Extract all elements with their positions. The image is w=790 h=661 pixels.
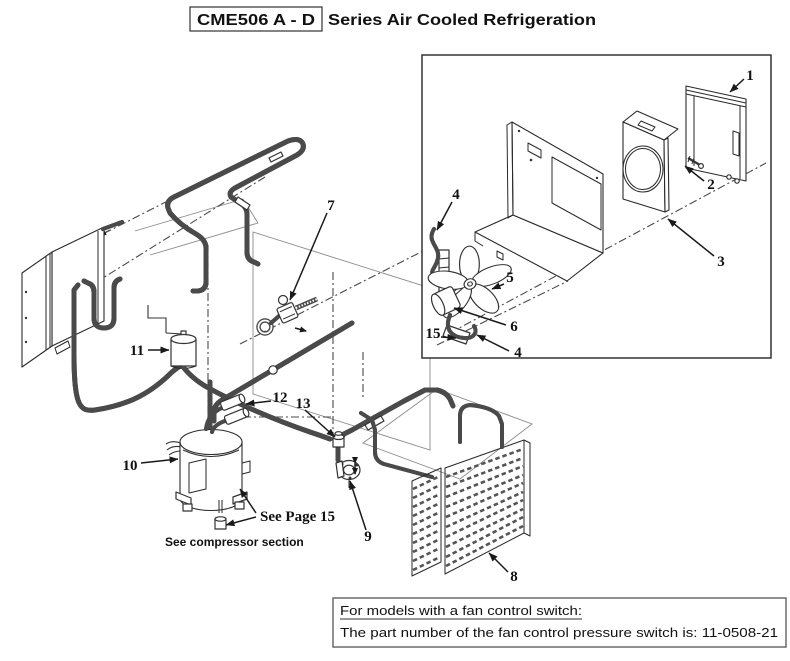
note-body: The part number of the fan control press…: [340, 625, 778, 640]
callout-13: 13: [296, 396, 311, 412]
discharge-line: [332, 387, 456, 488]
louver-cover-panel: [685, 85, 747, 184]
callout-12: 12: [273, 390, 288, 406]
callout-5: 5: [506, 270, 514, 286]
fan-assembly-inset: [421, 54, 772, 359]
callout-labels: 1 2 3 4 5 6 15 4 7 11 10 12 13 9 8: [123, 68, 754, 585]
title-box: [189, 6, 323, 32]
callout-10: 10: [123, 458, 138, 474]
service-fitting: [223, 407, 250, 425]
callout-15: 15: [426, 326, 441, 342]
title-series: Series Air Cooled Refrigeration: [328, 12, 596, 29]
callout-6: 6: [510, 319, 518, 335]
mounting-bracket: [474, 121, 604, 282]
tube-fitting: [268, 151, 284, 163]
evaporator-assembly: [21, 220, 184, 410]
note-box-border: [332, 597, 787, 648]
title-model: CME506 A - D: [197, 12, 315, 29]
heat-exchanger-tube-loop: [168, 140, 304, 294]
expansion-valve: [256, 294, 318, 336]
fin-rows-right: [445, 447, 524, 568]
note-heading: For models with a fan control switch:: [340, 603, 582, 618]
tube-fitting: [234, 196, 251, 211]
see-compressor-note: See compressor section: [165, 535, 304, 549]
callout-11: 11: [130, 343, 144, 359]
fan-motor: [430, 286, 461, 316]
callout-4-top: 4: [452, 187, 460, 203]
callout-9: 9: [364, 529, 372, 545]
see-page-note: See Page 15: [260, 509, 335, 525]
page-title: CME506 A - D Series Air Cooled Refrigera…: [189, 6, 596, 32]
fin-rows-left: [412, 474, 441, 572]
callout-2: 2: [707, 177, 715, 193]
filter-drier: [147, 305, 333, 442]
callout-7: 7: [327, 198, 335, 214]
fan-shroud: [622, 110, 679, 213]
compressor: [165, 379, 251, 530]
callout-1: 1: [746, 68, 754, 84]
callout-8: 8: [510, 569, 518, 585]
condenser-coil: [359, 403, 531, 577]
screw: [687, 155, 704, 170]
callout-4-bottom: 4: [514, 345, 522, 361]
flow-direction-arrow: [294, 326, 307, 333]
callout-leaders: [140, 78, 745, 573]
callout-3: 3: [717, 254, 725, 270]
fan-control-note: For models with a fan control switch: Th…: [332, 597, 787, 648]
projection-lines: [65, 149, 426, 443]
service-fitting: [219, 393, 246, 411]
